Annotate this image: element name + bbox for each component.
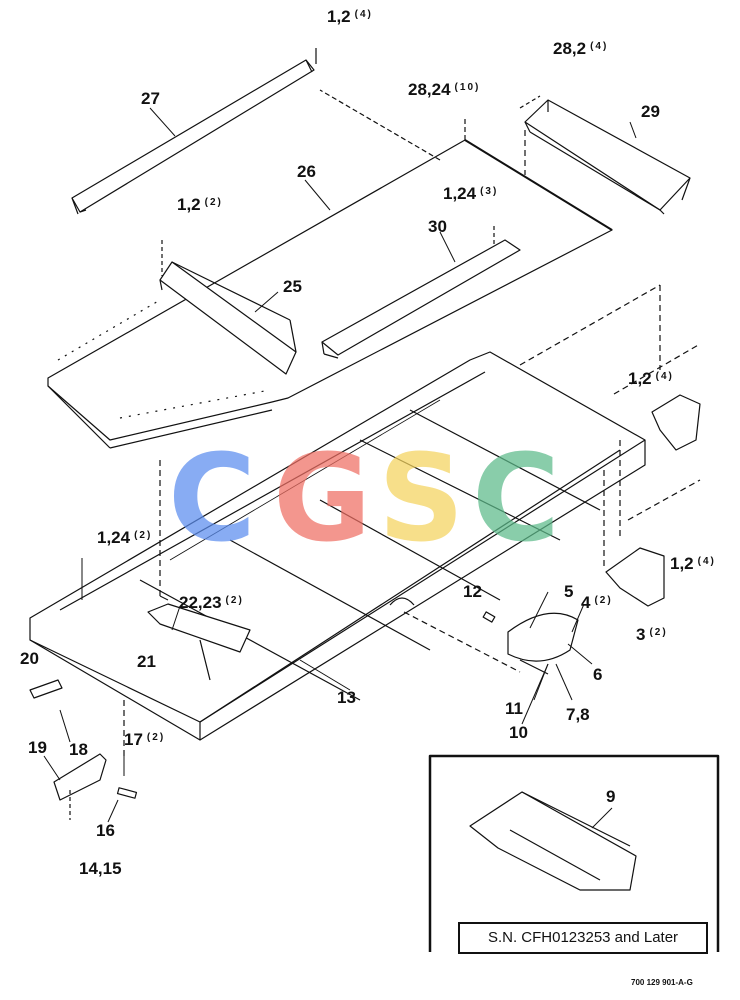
callout-label: 25 bbox=[283, 277, 302, 296]
watermark-letter: C bbox=[168, 430, 257, 569]
callout-label: 3(2) bbox=[636, 625, 668, 644]
callout-label: 5 bbox=[564, 582, 574, 601]
watermark-letter: C bbox=[472, 430, 561, 569]
part-1-2-bracket-upper bbox=[613, 343, 701, 451]
callout-label: 1,2(4) bbox=[670, 554, 716, 573]
part-25-channel bbox=[159, 240, 297, 375]
callout-label: 30 bbox=[428, 217, 447, 236]
callout-label: 21 bbox=[137, 652, 156, 671]
callout-label: 18 bbox=[69, 740, 88, 759]
callout-label: 4(2) bbox=[581, 593, 613, 612]
serial-number-note: S.N. CFH0123253 and Later bbox=[458, 922, 708, 954]
part-21-bracket bbox=[147, 603, 251, 681]
callout-label: 1,2(2) bbox=[177, 195, 223, 214]
callout-label: 29 bbox=[641, 102, 660, 121]
callout-label: 22,23(2) bbox=[179, 593, 244, 612]
callout-label: 7,8 bbox=[566, 705, 590, 724]
callout-label: 16 bbox=[96, 821, 115, 840]
watermark-letter: G bbox=[273, 430, 372, 569]
drawing-reference-number: 700 129 901-A-G bbox=[631, 978, 693, 987]
callout-label: 10 bbox=[509, 723, 528, 742]
part-5-cover bbox=[482, 611, 579, 675]
part-9-cover-plate bbox=[469, 791, 637, 891]
callout-label: 1,2(4) bbox=[628, 369, 674, 388]
part-20-plate bbox=[29, 679, 63, 699]
leader-lines bbox=[43, 107, 637, 829]
part-16-pin bbox=[116, 787, 138, 799]
callout-label: 28,24(10) bbox=[408, 80, 481, 99]
callout-label: 11 bbox=[505, 699, 523, 718]
callout-label: 28,2(4) bbox=[553, 39, 609, 58]
callout-label: 9 bbox=[606, 787, 616, 806]
callout-label: 1,24(2) bbox=[97, 528, 153, 547]
inset-frame bbox=[428, 754, 720, 952]
part-30-strip bbox=[321, 226, 521, 359]
part-29-shield bbox=[519, 95, 691, 215]
callout-label: 27 bbox=[141, 89, 160, 108]
callout-label: 12 bbox=[463, 582, 482, 601]
callout-label: 19 bbox=[28, 738, 47, 757]
part-19-plate bbox=[53, 700, 125, 820]
callout-label: 20 bbox=[20, 649, 39, 668]
callout-label: 14,15 bbox=[79, 859, 122, 878]
callout-label: 1,2(4) bbox=[327, 7, 373, 26]
watermark-letter: S bbox=[378, 430, 465, 569]
part-3-bracket-lower bbox=[603, 470, 701, 607]
callout-label: 26 bbox=[297, 162, 316, 181]
callout-label: 17(2) bbox=[124, 730, 166, 749]
part-26-floor-panel bbox=[47, 89, 613, 449]
callout-label: 6 bbox=[593, 665, 603, 684]
part-27-angle-bar bbox=[71, 48, 317, 215]
callout-label: 1,24(3) bbox=[443, 184, 499, 203]
callout-label: 13 bbox=[337, 688, 356, 707]
